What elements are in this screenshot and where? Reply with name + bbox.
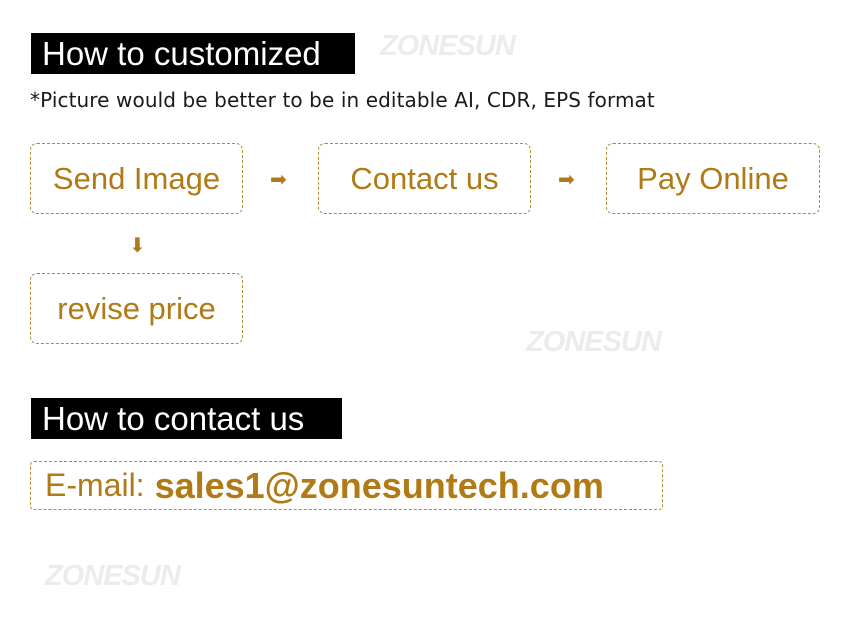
watermark: ZONESUN [526,326,662,358]
email-box: E-mail: sales1@zonesuntech.com [30,461,663,510]
watermark: ZONESUN [45,560,181,592]
customize-heading: How to customized [31,33,355,74]
down-arrow-icon: ⬇ [129,235,146,257]
contact-heading: How to contact us [31,398,342,439]
step-label: Pay Online [637,160,789,196]
step-label: Send Image [52,160,221,196]
email-address[interactable]: sales1@zonesuntech.com [154,464,604,506]
email-label: E-mail: [45,467,145,503]
step-pay-online: Pay Online [606,143,820,214]
watermark: ZONESUN [380,30,516,62]
right-arrow-icon: ➡ [270,169,287,191]
right-arrow-icon: ➡ [558,169,575,191]
format-note: *Picture would be better to be in editab… [30,88,655,112]
step-contact-us: Contact us [318,143,531,214]
step-label: revise price [57,290,216,326]
step-label: Contact us [350,160,499,196]
step-send-image: Send Image [30,143,243,214]
step-revise-price: revise price [30,273,243,344]
